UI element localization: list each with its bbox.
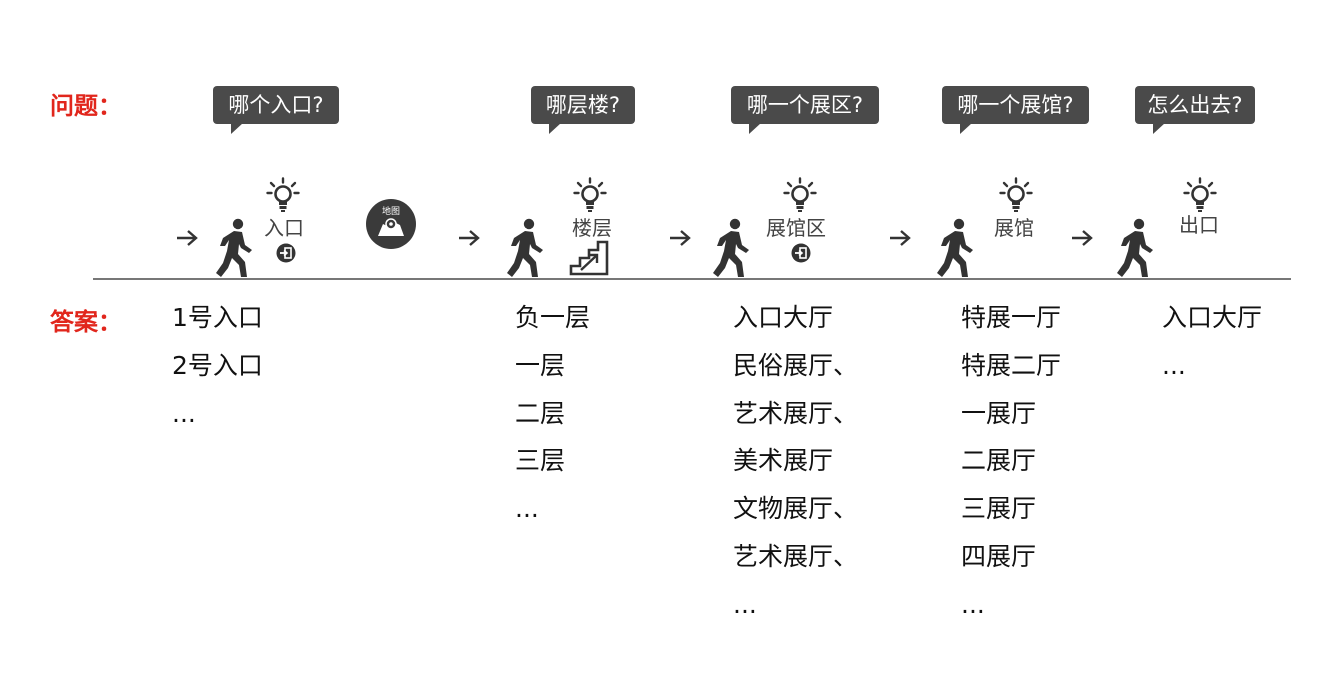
question-bubble-floor: 哪层楼? (531, 86, 635, 134)
answer-item: ... (733, 589, 757, 619)
arrow-right-icon (887, 227, 913, 249)
walking-person-icon (1115, 218, 1155, 278)
answer-row-label: 答案： (50, 308, 122, 336)
answer-list-floor: 负一层 一层 二层 三层 ... (515, 298, 590, 537)
answer-item: 三层 (515, 446, 566, 476)
step-label-floor: 楼层 (572, 216, 612, 240)
step-label-area: 展馆区 (766, 216, 826, 240)
step-label-entrance: 入口 (264, 216, 304, 240)
answer-item: 入口大厅 (1162, 303, 1263, 332)
lightbulb-icon (999, 177, 1033, 213)
lightbulb-icon (266, 177, 300, 213)
answer-item: 二层 (515, 398, 566, 428)
step-label-hall: 展馆 (994, 216, 1034, 240)
answer-item: 二展厅 (961, 446, 1037, 476)
answer-item: 民俗展厅、 (733, 350, 859, 380)
step-label-exit: 出口 (1179, 213, 1219, 237)
answer-item: 四展厅 (961, 541, 1037, 571)
exit-door-icon (276, 243, 296, 263)
answer-item: 美术展厅 (733, 446, 834, 476)
answer-item: 2号入口 (172, 350, 263, 380)
answer-item: 入口大厅 (733, 303, 834, 332)
answer-item: ... (961, 589, 985, 619)
answer-list-exit: 入口大厅 ... (1162, 298, 1262, 394)
answer-list-area: 入口大厅 民俗展厅、 艺术展厅、 美术展厅 文物展厅、 艺术展厅、 ... (733, 298, 858, 633)
answer-list-hall: 特展一厅 特展二厅 一展厅 二展厅 三展厅 四展厅 ... (961, 298, 1061, 633)
question-bubble-entrance: 哪个入口? (213, 86, 339, 134)
answer-item: 艺术展厅、 (733, 541, 859, 571)
stairs-icon (569, 240, 609, 276)
question-bubble-area: 哪一个展区? (731, 86, 879, 134)
answer-item: 特展二厅 (961, 350, 1062, 380)
arrow-right-icon (456, 227, 482, 249)
arrow-right-icon (667, 227, 693, 249)
answer-item: 文物展厅、 (733, 494, 859, 524)
answer-item: 特展一厅 (961, 303, 1062, 332)
question-row-label: 问题： (50, 92, 122, 120)
walking-person-icon (935, 218, 975, 278)
answer-item: ... (1162, 350, 1186, 380)
answer-item: 一展厅 (961, 398, 1037, 428)
answer-item: 负一层 (515, 303, 591, 332)
answer-item: 一层 (515, 350, 566, 380)
arrow-right-icon (1069, 227, 1095, 249)
lightbulb-icon (1183, 177, 1217, 213)
lightbulb-icon (573, 177, 607, 213)
svg-text:地图: 地图 (382, 205, 400, 217)
answer-item: 1号入口 (172, 303, 263, 332)
answer-item: ... (515, 494, 539, 524)
answer-list-entrance: 1号入口 2号入口 ... (172, 298, 263, 441)
walking-person-icon (505, 218, 545, 278)
walking-person-icon (214, 218, 254, 278)
exit-door-icon (791, 243, 811, 263)
answer-item: 三展厅 (961, 494, 1037, 524)
answer-item: 艺术展厅、 (733, 398, 859, 428)
arrow-right-icon (174, 227, 200, 249)
question-bubble-exit: 怎么出去? (1135, 86, 1255, 134)
timeline-line (93, 278, 1291, 280)
walking-person-icon (711, 218, 751, 278)
lightbulb-icon (783, 177, 817, 213)
question-bubble-hall: 哪一个展馆? (942, 86, 1089, 134)
answer-item: ... (172, 398, 196, 428)
map-icon: 地图 (366, 199, 416, 249)
